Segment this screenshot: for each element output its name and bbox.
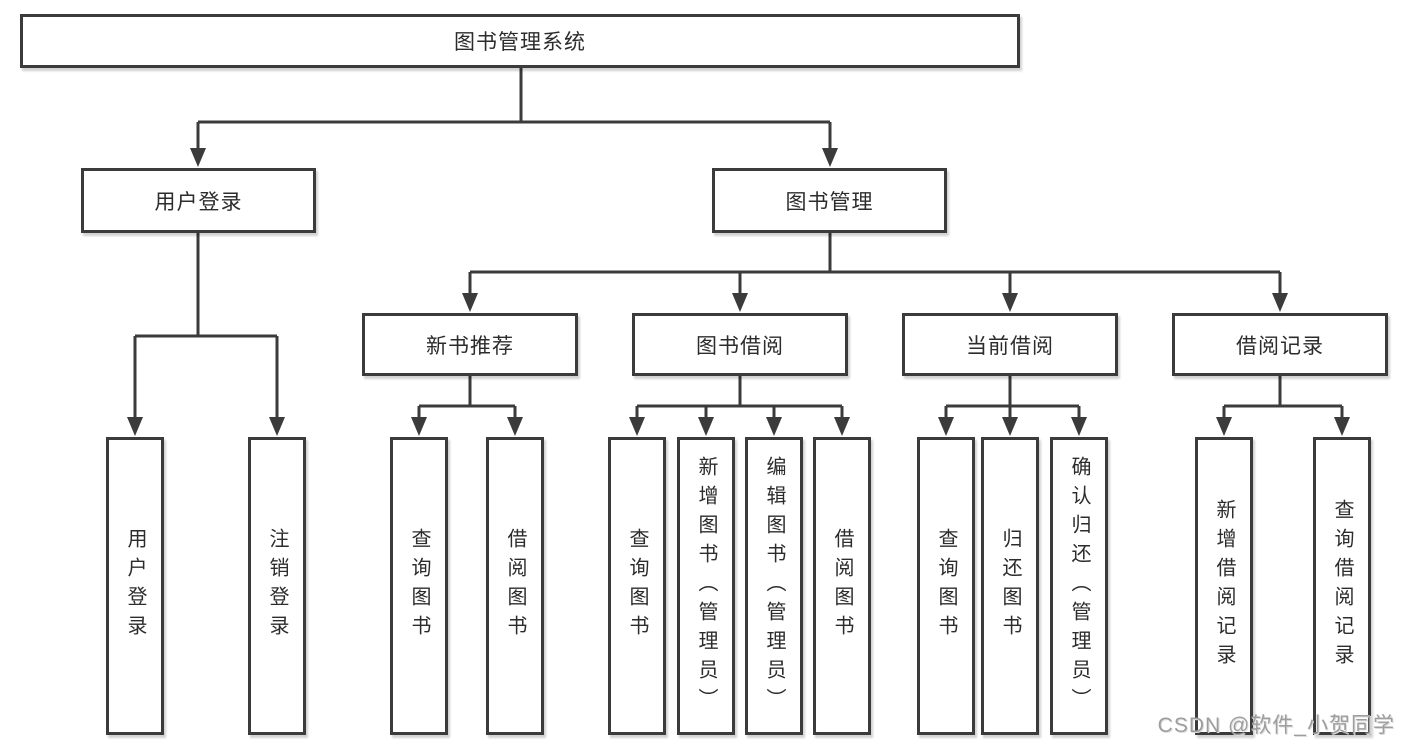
connector-borrow-records xyxy=(1216,376,1350,436)
node-root: 图书管理系统 xyxy=(20,14,1020,68)
node-br-add-record: 新增借阅记录 xyxy=(1195,437,1253,735)
node-bb-add-books: 新增图书（管理员） xyxy=(677,437,735,735)
connector-new-book-recommend xyxy=(411,376,523,436)
arrowhead-icon xyxy=(1071,417,1087,436)
node-new-book-recommend: 新书推荐 xyxy=(362,313,578,376)
arrowhead-icon xyxy=(1272,293,1288,312)
watermark: CSDN @软件_小贺同学 xyxy=(1157,714,1395,737)
node-cb-confirm-return: 确认归还（管理员） xyxy=(1050,437,1108,735)
node-bb-borrow-books: 借阅图书 xyxy=(813,437,871,735)
node-book-management: 图书管理 xyxy=(712,168,947,233)
connector-current-borrow xyxy=(938,376,1087,436)
arrowhead-icon xyxy=(269,417,285,436)
arrowhead-icon xyxy=(507,417,523,436)
node-bb-query-books: 查询图书 xyxy=(608,437,666,735)
node-bb-edit-books: 编辑图书（管理员） xyxy=(745,437,803,735)
arrowhead-icon xyxy=(834,417,850,436)
arrowhead-icon xyxy=(462,293,478,312)
connector-user-login-branch xyxy=(127,233,285,436)
node-user-login-branch: 用户登录 xyxy=(81,168,316,233)
node-logout: 注销登录 xyxy=(248,437,306,735)
arrowhead-icon xyxy=(1334,417,1350,436)
arrowhead-icon xyxy=(190,148,206,167)
connector-root-to-level2 xyxy=(190,68,838,167)
connector-book-management-to-level3 xyxy=(462,233,1288,312)
arrowhead-icon xyxy=(411,417,427,436)
node-cb-query-books: 查询图书 xyxy=(917,437,975,735)
node-nb-borrow-books: 借阅图书 xyxy=(486,437,544,735)
arrowhead-icon xyxy=(732,293,748,312)
node-nb-query-books: 查询图书 xyxy=(390,437,448,735)
arrowhead-icon xyxy=(1002,293,1018,312)
arrowhead-icon xyxy=(698,417,714,436)
node-borrow-records: 借阅记录 xyxy=(1172,313,1388,376)
arrowhead-icon xyxy=(822,148,838,167)
arrowhead-icon xyxy=(766,417,782,436)
arrowhead-icon xyxy=(1002,417,1018,436)
arrowhead-icon xyxy=(938,417,954,436)
node-current-borrow: 当前借阅 xyxy=(902,313,1118,376)
node-user-login: 用户登录 xyxy=(106,437,164,735)
arrowhead-icon xyxy=(127,417,143,436)
arrowhead-icon xyxy=(629,417,645,436)
node-book-borrow: 图书借阅 xyxy=(632,313,848,376)
node-cb-return-books: 归还图书 xyxy=(981,437,1039,735)
node-br-query-record: 查询借阅记录 xyxy=(1313,437,1371,735)
connector-book-borrow xyxy=(629,376,850,436)
arrowhead-icon xyxy=(1216,417,1232,436)
